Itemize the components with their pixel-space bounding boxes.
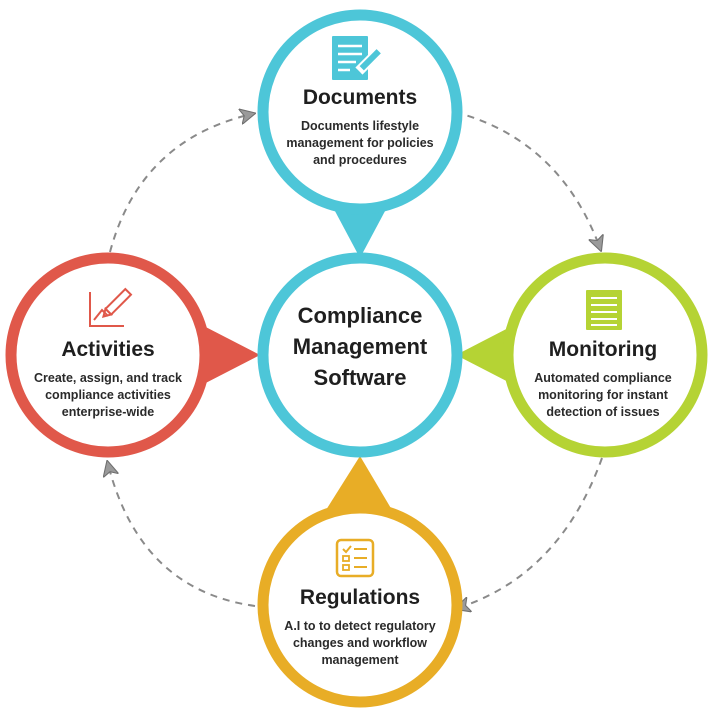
- connector-monitoring-to-regulations: [458, 457, 603, 608]
- activities-desc-line-2: compliance activities: [45, 388, 171, 402]
- activities-node: Activities Create, assign, and track com…: [13, 338, 203, 421]
- connector-regulations-to-activities: [108, 464, 256, 607]
- center-title-line-2: Management: [292, 334, 428, 359]
- document-pencil-icon: [332, 36, 384, 80]
- activities-pointer: [196, 322, 260, 388]
- documents-desc-line-1: Documents lifestyle: [300, 119, 420, 133]
- activities-desc-line-3: enterprise-wide: [61, 405, 155, 419]
- regulations-pointer: [326, 456, 392, 510]
- center-title-line-3: Software: [313, 365, 407, 390]
- regulations-circle: [257, 502, 463, 708]
- checklist-icon: [335, 538, 375, 578]
- regulations-desc-line-2: changes and workflow: [292, 636, 428, 650]
- regulations-desc-line-3: management: [321, 653, 399, 667]
- documents-desc-line-3: and procedures: [313, 153, 407, 167]
- activities-title: Activities: [61, 338, 155, 361]
- center-title-line-1: Compliance: [297, 303, 423, 328]
- documents-circle: [257, 9, 463, 215]
- documents-node: Documents Documents lifestyle management…: [265, 86, 455, 169]
- documents-desc-line-2: management for policies: [286, 136, 434, 150]
- cycle-connectors: [108, 112, 602, 608]
- regulations-title: Regulations: [299, 586, 421, 609]
- monitoring-node: Monitoring Automated compliance monitori…: [508, 338, 698, 421]
- monitoring-title: Monitoring: [548, 338, 658, 361]
- documents-title: Documents: [302, 86, 418, 109]
- regulations-node: Regulations A.I to to detect regulatory …: [265, 586, 455, 669]
- chart-pencil-icon: [89, 287, 133, 327]
- list-document-icon: [586, 290, 622, 330]
- center-node: Compliance Management Software: [270, 300, 450, 393]
- monitoring-desc-line-2: monitoring for instant: [538, 388, 668, 402]
- activities-circle: [5, 252, 211, 458]
- center-circle: [257, 252, 463, 458]
- monitoring-desc-line-3: detection of issues: [546, 405, 660, 419]
- connector-activities-to-documents: [109, 114, 252, 253]
- monitoring-circle: [502, 252, 708, 458]
- monitoring-desc-line-1: Automated compliance: [534, 371, 672, 385]
- activities-desc-line-1: Create, assign, and track: [34, 371, 182, 385]
- regulations-desc-line-1: A.I to to detect regulatory: [284, 619, 436, 633]
- connector-documents-to-monitoring: [454, 111, 600, 248]
